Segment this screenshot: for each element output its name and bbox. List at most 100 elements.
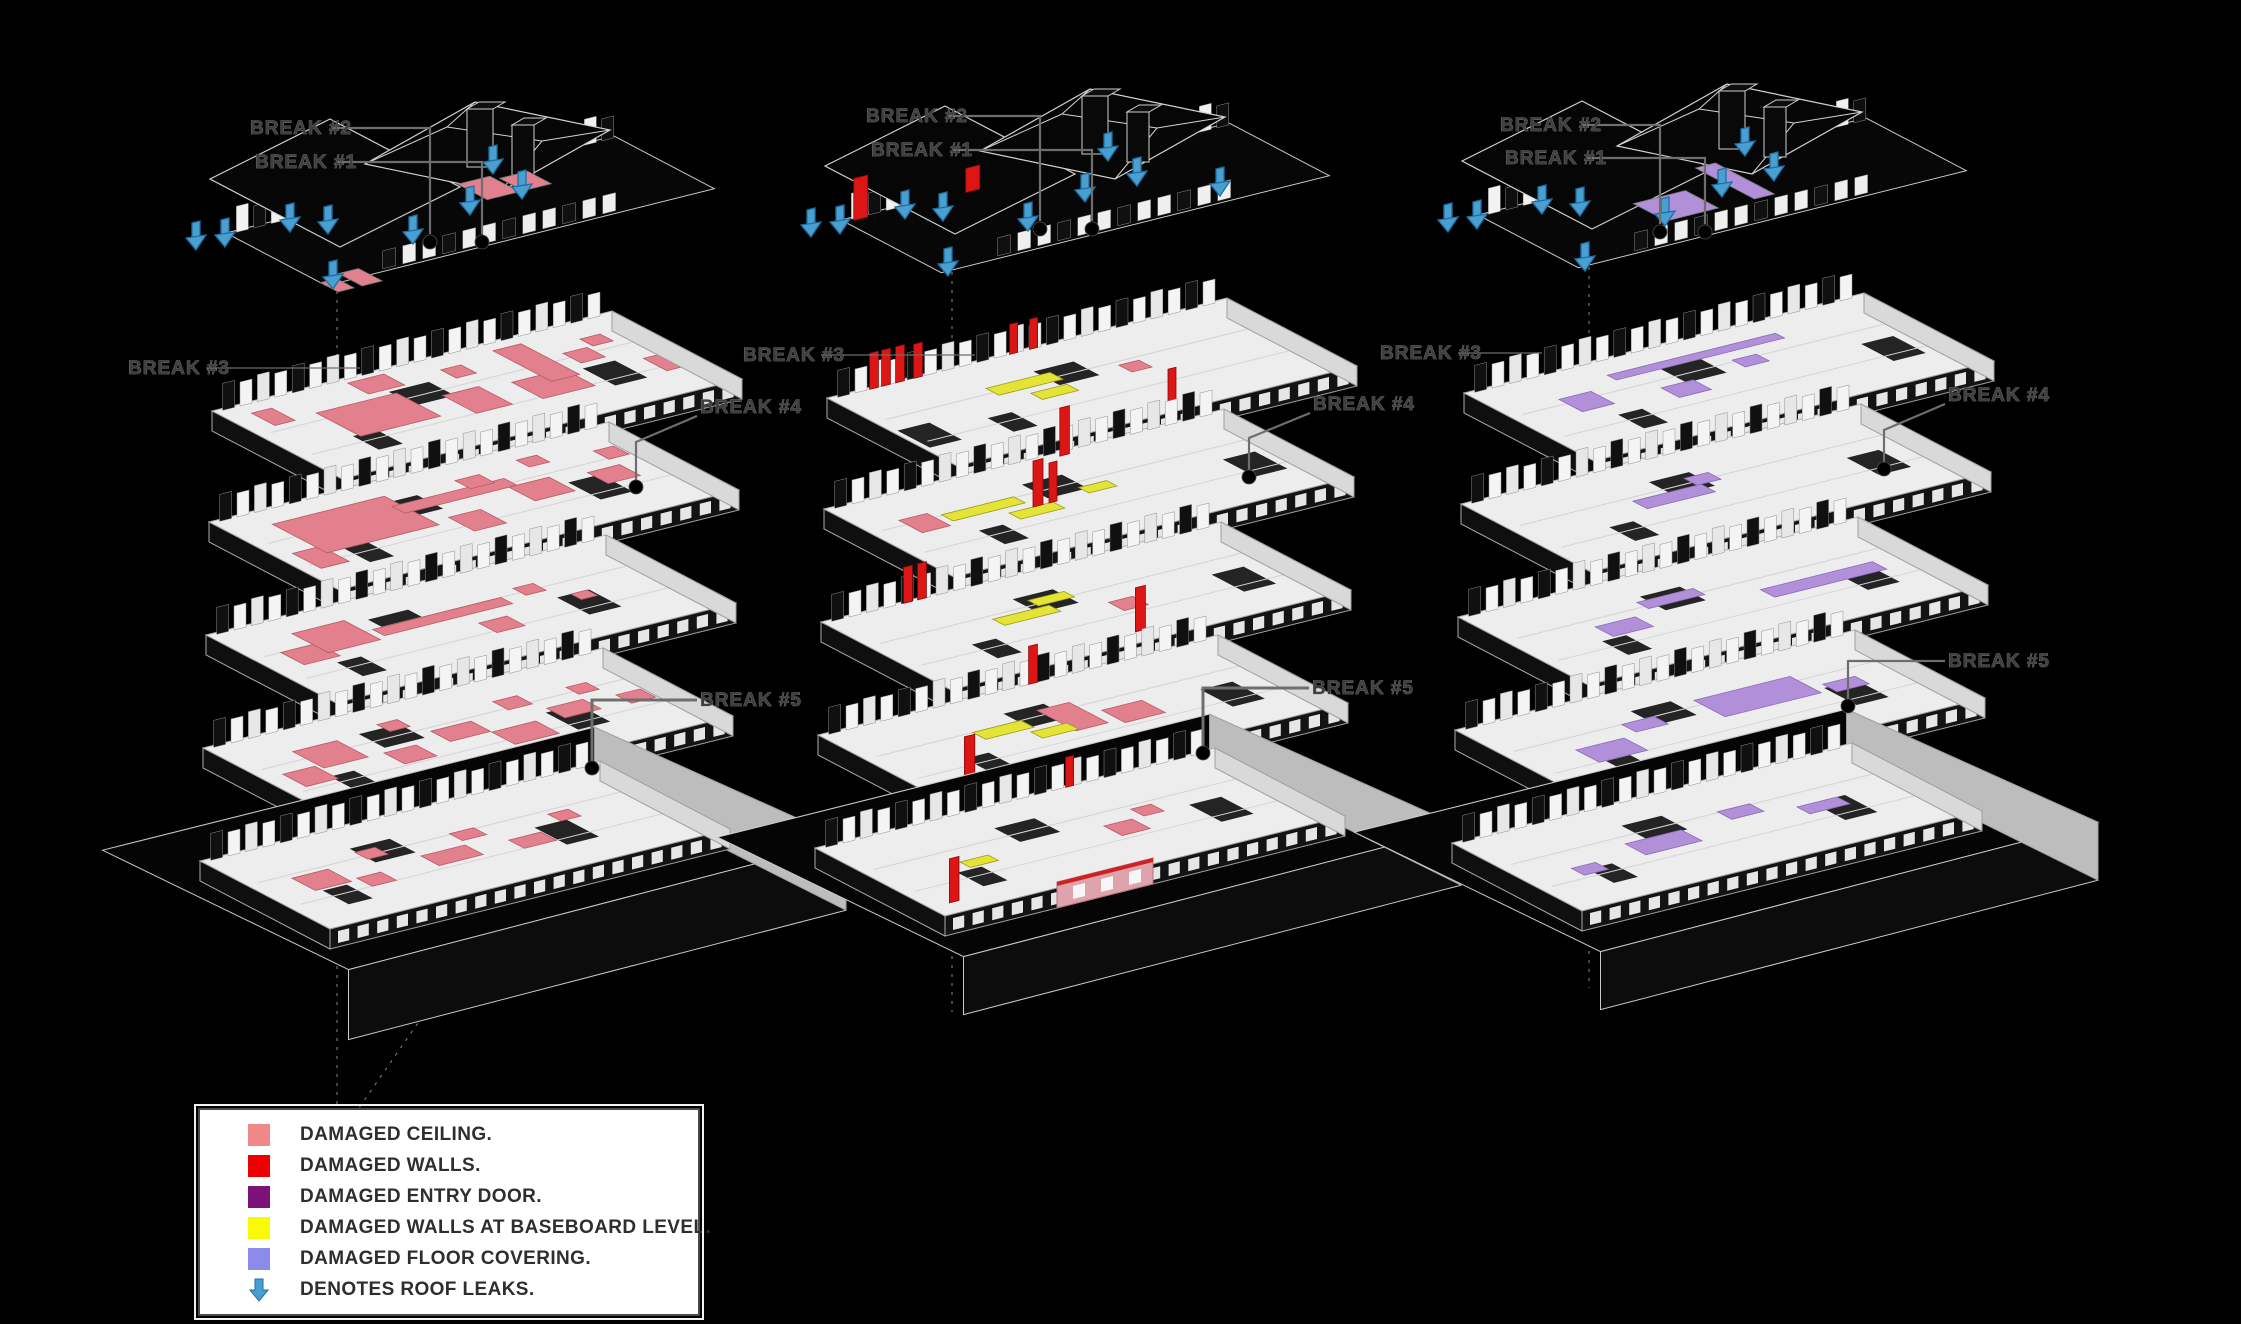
section-wall [1054, 650, 1068, 679]
section-wall [401, 785, 415, 813]
roof-leak-arrow [401, 214, 425, 246]
break-callout: BREAK #2 [866, 106, 1048, 237]
attic-wall [1853, 97, 1867, 124]
section-wall [1569, 672, 1583, 704]
wall-damage-patch [1029, 316, 1038, 350]
section-wall [254, 482, 267, 513]
section-wall [1784, 394, 1798, 426]
section-wall [257, 371, 270, 402]
leader-line [1846, 659, 1945, 700]
wall-damage-patch [903, 564, 913, 604]
section-wall [1697, 419, 1711, 448]
damage-patch [546, 808, 583, 822]
front-window [1912, 492, 1924, 508]
front-window [338, 928, 350, 943]
section-wall [903, 460, 917, 492]
section-wall [976, 332, 990, 363]
section-wall [456, 656, 470, 687]
front-window [972, 910, 984, 926]
damage-patch [290, 620, 382, 654]
wall-damage-patch [1059, 405, 1070, 457]
leader-line [634, 414, 698, 480]
plate-shadow [1609, 521, 1660, 541]
section-wall [251, 595, 264, 626]
section-wall [506, 759, 519, 787]
plate-shadow [322, 884, 373, 905]
legend-label: DAMAGED WALLS AT BASEBOARD LEVEL. [300, 1216, 712, 1238]
plate-right-cap [1223, 408, 1355, 498]
section-wall [1624, 549, 1638, 578]
wall-damage-patch [1009, 321, 1018, 355]
roof-leak-arrow [213, 217, 237, 249]
section-wall [459, 543, 473, 574]
section-wall [1520, 575, 1534, 604]
wall-damage-patch [1028, 643, 1038, 685]
section-wall [869, 469, 882, 500]
front-window [1923, 826, 1935, 842]
floor-plate [716, 713, 1463, 1016]
plate-shadow [556, 589, 622, 615]
leader-dot [1652, 224, 1668, 240]
plate-shadow [336, 656, 387, 677]
attic-wall [1674, 219, 1688, 242]
section-wall [1593, 445, 1606, 474]
break-callout: BREAK #1 [255, 152, 490, 250]
plate-right-cap [1217, 634, 1349, 724]
floor-plate [207, 402, 741, 611]
damage-patch [382, 744, 438, 765]
front-window [699, 501, 711, 516]
section-wall [309, 361, 322, 389]
front-window [612, 859, 624, 875]
section-wall [1531, 794, 1545, 826]
section-wall [436, 776, 450, 805]
section-wall [825, 817, 838, 848]
section-wall [1141, 625, 1155, 657]
section-wall [285, 586, 299, 618]
section-wall [1506, 464, 1519, 495]
damage-patch [371, 597, 514, 637]
section-wall [445, 437, 459, 466]
section-wall [213, 717, 226, 748]
front-window [677, 618, 689, 634]
section-wall [1112, 408, 1126, 440]
leader-line [1882, 402, 1946, 462]
section-wall [1534, 681, 1548, 713]
attic-wall [1854, 174, 1868, 197]
section-wall [1758, 741, 1771, 769]
front-window [357, 923, 369, 939]
break-callout: BREAK #3 [1380, 343, 1542, 364]
roof-tower-top [465, 101, 507, 110]
section-wall [1764, 515, 1777, 543]
section-wall [529, 525, 543, 557]
front-window [1233, 620, 1245, 636]
section-wall [990, 441, 1004, 470]
front-window [1308, 714, 1320, 729]
section-wall [314, 803, 328, 835]
front-window [663, 399, 675, 415]
section-wall [1106, 634, 1120, 666]
plate-right-cap [1863, 292, 1995, 382]
front-window [573, 869, 585, 885]
section-wall [483, 317, 496, 346]
break-label: BREAK #2 [866, 106, 968, 127]
damage-patch [271, 495, 441, 554]
break-callout: BREAK #2 [1500, 115, 1668, 240]
section-wall [863, 695, 876, 726]
leader-dot [1697, 224, 1713, 240]
section-wall [567, 404, 580, 435]
section-wall [1801, 393, 1815, 422]
section-wall [1636, 768, 1649, 800]
damage-patch [1631, 483, 1717, 510]
section-wall [938, 451, 952, 483]
wall-damage-patch [1135, 584, 1146, 633]
section-wall [1648, 318, 1661, 350]
section-wall [564, 517, 577, 548]
section-wall [915, 685, 928, 713]
section-wall [291, 362, 305, 394]
section-wall [532, 412, 546, 444]
section-wall [300, 698, 313, 726]
leader-line [954, 148, 1094, 221]
front-window [1253, 615, 1265, 631]
section-wall [216, 604, 229, 635]
section-wall [344, 352, 357, 381]
